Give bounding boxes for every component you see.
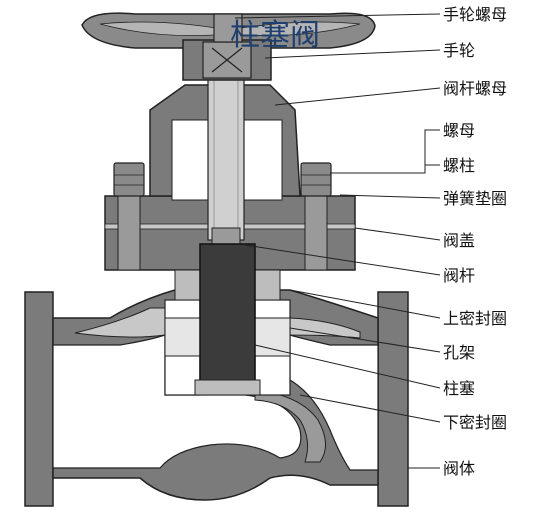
label-spring-washer: 弹簧垫圈 — [443, 189, 507, 208]
valve-stem — [207, 54, 245, 241]
label-handwheel-nut: 手轮螺母 — [443, 5, 507, 24]
label-nut: 螺母 — [443, 121, 475, 140]
label-lower-seal-ring: 下密封圈 — [443, 413, 507, 432]
right-flange — [377, 291, 409, 507]
label-lantern-ring: 孔架 — [443, 343, 475, 362]
label-stem-nut: 阀杆螺母 — [443, 79, 507, 98]
lower-seal-ring — [194, 379, 261, 396]
label-handwheel: 手轮 — [443, 41, 475, 60]
label-bonnet: 阀盖 — [443, 231, 475, 250]
body-web-right — [289, 317, 361, 339]
plunger — [199, 243, 256, 385]
lower-partition — [254, 389, 326, 463]
right-nut — [300, 162, 332, 197]
label-stud: 螺柱 — [443, 156, 475, 175]
left-flange — [24, 291, 54, 507]
handwheel — [81, 12, 376, 81]
label-body: 阀体 — [443, 459, 475, 478]
label-upper-seal-ring: 上密封圈 — [443, 309, 507, 328]
stem-assembly — [194, 54, 261, 396]
diagram-title: 柱塞阀 — [230, 18, 320, 53]
lantern-ring — [164, 299, 291, 396]
part-labels: 手轮螺母 手轮 阀杆螺母 螺母 螺柱 弹簧垫圈 阀盖 阀杆 上密封圈 孔架 柱塞… — [443, 5, 507, 478]
bolts — [113, 162, 332, 271]
left-nut — [113, 162, 145, 197]
label-plunger: 柱塞 — [443, 379, 475, 398]
leader-lines — [234, 13, 441, 469]
label-stem: 阀杆 — [443, 266, 475, 285]
